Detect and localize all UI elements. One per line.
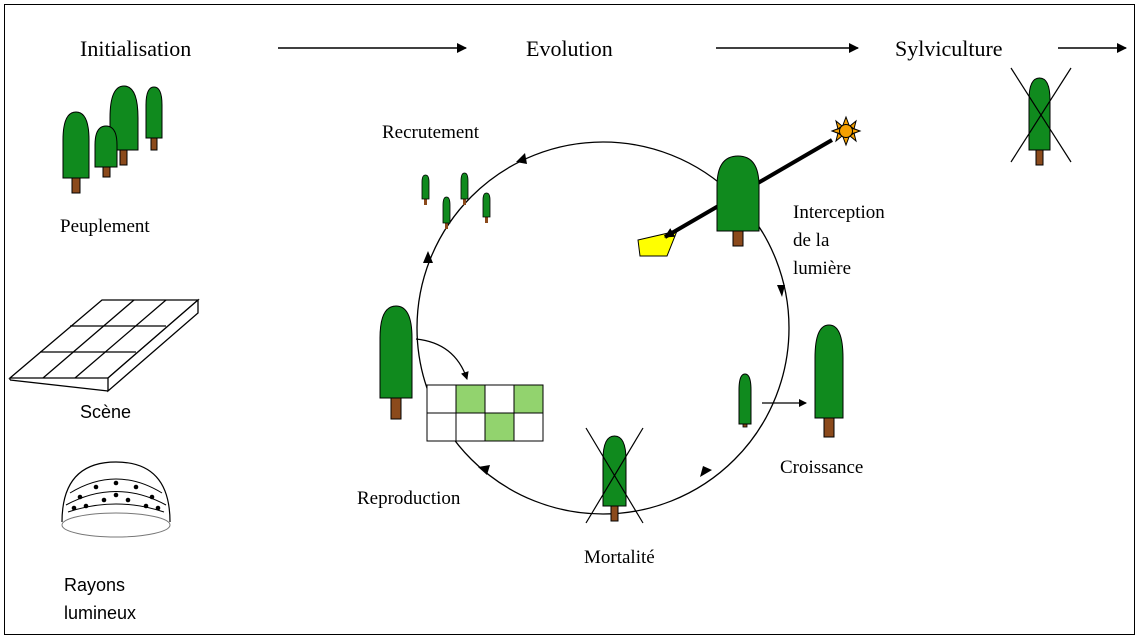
- rayons-label-line1: Rayons: [64, 575, 126, 595]
- interception-label-line2: de la: [793, 230, 830, 251]
- interception-tree-icon: [716, 155, 760, 247]
- reproduction-dispersal-arrow: [415, 338, 469, 380]
- croissance-label: Croissance: [780, 457, 864, 478]
- evolution-cycle-circle: [416, 141, 790, 515]
- mortalite-label: Mortalité: [584, 547, 655, 568]
- sun-icon: [830, 115, 862, 147]
- stage-initialisation-label: Initialisation: [80, 36, 192, 61]
- peuplement-label: Peuplement: [60, 216, 150, 237]
- reproduction-seed-grid: [426, 384, 544, 442]
- croissance-small-tree-icon: [738, 373, 752, 428]
- sylviculture-cut-tree-icon: [1010, 67, 1072, 166]
- reproduction-tree-icon: [379, 305, 413, 420]
- peuplement-trees-icon: [62, 85, 163, 194]
- recrutement-label: Recrutement: [382, 122, 480, 143]
- reproduction-label: Reproduction: [357, 488, 461, 509]
- croissance-big-tree-icon: [814, 324, 844, 438]
- recrutement-seedlings-icon: [421, 172, 491, 229]
- diagram-frame: [4, 4, 1135, 635]
- rayons-label-line2: lumineux: [64, 603, 137, 623]
- interception-label-line3: lumière: [793, 258, 852, 279]
- scene-label: Scène: [80, 402, 132, 422]
- cycle-arrowhead-bottom-right: [700, 466, 712, 477]
- cycle-arrowhead-top: [516, 153, 527, 164]
- cycle-arrowhead-right: [777, 285, 785, 297]
- mortalite-dead-tree-icon: [585, 427, 644, 524]
- rayons-dome-icon: [61, 461, 171, 538]
- cycle-arrowhead-left: [423, 251, 433, 263]
- stage-evolution-label: Evolution: [526, 36, 613, 61]
- interception-label-line1: Interception: [793, 202, 885, 223]
- cycle-arrowhead-bottom-left: [478, 465, 490, 475]
- stage-sylviculture-label: Sylviculture: [895, 36, 1003, 61]
- scene-grid-icon: [8, 298, 200, 393]
